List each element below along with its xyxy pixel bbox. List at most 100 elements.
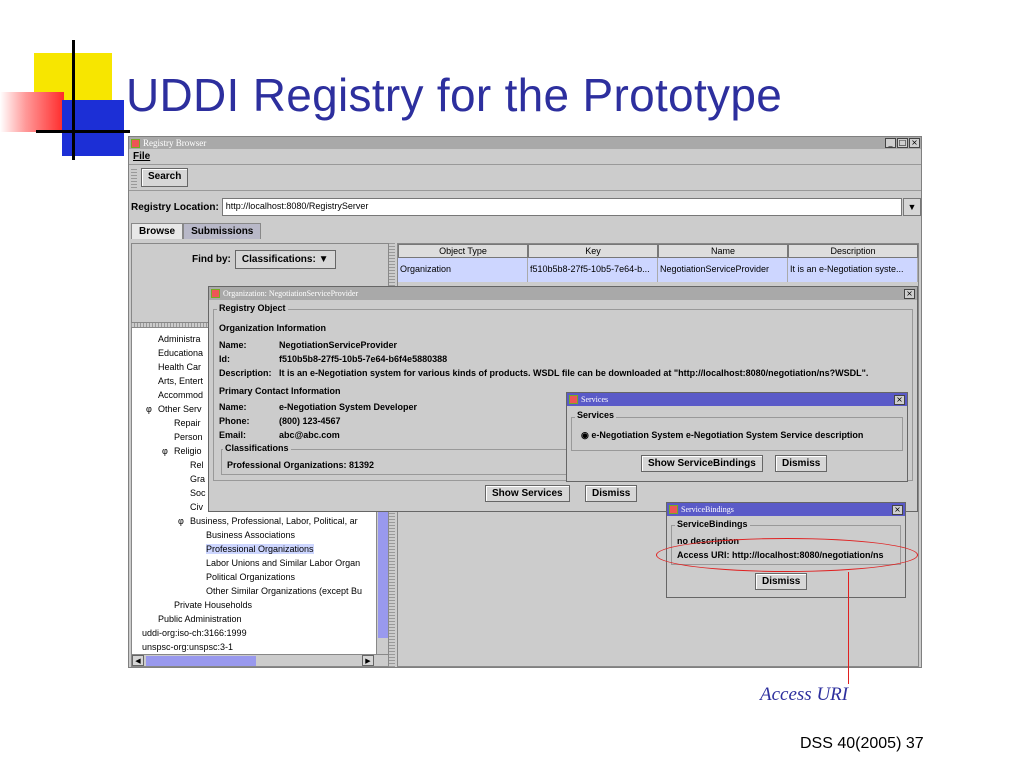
tree-item[interactable]: Health Car [158,362,202,372]
tree-expand-handle-icon[interactable]: φ [178,516,184,526]
tree-item[interactable]: Person [174,432,203,442]
classification-value: Professional Organizations: 81392 [227,460,375,470]
tree-item[interactable]: Religio [174,446,202,456]
tree-item[interactable]: Private Households [174,600,253,610]
services-legend: Services [575,410,617,420]
slide-footer: DSS 40(2005) 37 [800,735,924,752]
bindings-dismiss-button[interactable]: Dismiss [755,573,808,590]
org-id-label: Id: [219,354,230,364]
menu-file[interactable]: File [133,151,151,162]
tree-item[interactable]: Other Serv [158,404,202,414]
tree-item[interactable]: Soc [190,488,206,498]
tree-item[interactable]: Business, Professional, Labor, Political… [190,516,358,526]
services-dismiss-button[interactable]: Dismiss [775,455,828,472]
tree-item[interactable]: Business Associations [206,530,296,540]
chevron-down-icon[interactable]: ▼ [903,198,921,216]
decoration-horizontal-line [36,130,130,133]
minimize-icon[interactable]: _ [885,138,896,148]
services-group [571,417,903,451]
contact-name-value: e-Negotiation System Developer [279,402,418,412]
services-dialog-title: Services [581,395,609,404]
close-icon[interactable]: × [892,504,903,515]
tree-item[interactable]: Arts, Entert [158,376,204,386]
search-button[interactable]: Search [141,168,189,187]
scroll-left-icon[interactable]: ◀ [132,655,144,666]
service-entry: e-Negotiation System e-Negotiation Syste… [591,430,864,440]
primary-contact-heading: Primary Contact Information [219,386,341,396]
registry-location-label: Registry Location: [131,201,219,213]
close-icon[interactable]: × [904,288,915,299]
tree-item[interactable]: unspsc-org:unspsc:3-1 [142,642,234,652]
servicebindings-legend: ServiceBindings [675,519,750,529]
close-icon[interactable]: × [909,138,920,148]
tree-horizontal-scroll-thumb[interactable] [146,656,256,666]
java-app-icon [669,505,678,514]
column-header-key[interactable]: Key [528,244,658,258]
window-title: Registry Browser [143,138,207,148]
tree-item[interactable]: Labor Unions and Similar Labor Organ [206,558,361,568]
column-header-object-type[interactable]: Object Type [398,244,528,258]
org-description-label: Description: [219,368,272,378]
tree-item[interactable]: Accommod [158,390,204,400]
tree-item[interactable]: Administra [158,334,201,344]
tree-item[interactable]: Rel [190,460,204,470]
classifications-legend: Classifications [223,443,291,453]
find-by-label: Find by: [192,254,231,265]
decoration-red-gradient [0,92,64,132]
find-by-select[interactable]: Classifications: ▼ [234,250,336,269]
servicebindings-dialog-title: ServiceBindings [681,505,734,514]
tree-item[interactable]: uddi-org:iso-ch:3166:1999 [142,628,247,638]
cell-description: It is an e-Negotiation syste... [788,258,918,282]
access-uri-highlight-ellipse [656,538,918,572]
org-description-value: It is an e-Negotiation system for variou… [279,368,869,378]
tree-item[interactable]: Public Administration [158,614,242,624]
java-app-icon [211,289,220,298]
cell-name: NegotiationServiceProvider [658,258,788,282]
toolbar: Search [129,165,921,191]
show-servicebindings-button[interactable]: Show ServiceBindings [641,455,763,472]
results-table-header: Object Type Key Name Description [398,244,918,258]
tree-item[interactable]: Political Organizations [206,572,296,582]
email-value: abc@abc.com [279,430,340,440]
tab-bar: Browse Submissions [131,223,262,239]
tree-item[interactable]: Gra [190,474,206,484]
registry-location-row: Registry Location: http://localhost:8080… [131,197,921,217]
contact-name-label: Name: [219,402,247,412]
phone-label: Phone: [219,416,250,426]
find-by-value: Classifications: [241,254,316,265]
tree-item[interactable]: Repair [174,418,201,428]
tab-browse[interactable]: Browse [131,223,184,239]
maximize-icon[interactable]: □ [897,138,908,148]
tree-expand-handle-icon[interactable]: φ [162,446,168,456]
tree-item[interactable]: Professional Organizations [206,544,314,554]
organization-dialog-title: Organization: NegotiationServiceProvider [223,289,359,298]
registry-location-input[interactable]: http://localhost:8080/RegistryServer [221,198,902,216]
toolbar-grip-icon[interactable] [131,168,137,188]
cell-key: f510b5b8-27f5-10b5-7e64-b... [528,258,658,282]
servicebindings-dialog-titlebar: ServiceBindings × [667,503,905,516]
tree-expand-handle-icon[interactable]: φ [146,404,152,414]
tab-submissions[interactable]: Submissions [183,223,262,239]
org-id-value: f510b5b8-27f5-10b5-7e64-b6f4e5880388 [279,354,448,364]
org-name-value: NegotiationServiceProvider [279,340,398,350]
java-app-icon [131,138,140,148]
tree-item[interactable]: Educationa [158,348,204,358]
org-name-label: Name: [219,340,247,350]
column-header-description[interactable]: Description [788,244,918,258]
services-dialog-titlebar: Services × [567,393,907,406]
service-radio[interactable]: ◉ e-Negotiation System e-Negotiation Sys… [581,430,864,440]
dismiss-button[interactable]: Dismiss [585,485,638,502]
show-services-button[interactable]: Show Services [485,485,570,502]
registry-object-legend: Registry Object [217,303,288,313]
annotation-pointer-line [848,572,849,684]
tree-item[interactable]: Other Similar Organizations (except Bu [206,586,363,596]
tree-horizontal-scrollbar[interactable]: ◀ ▶ [132,654,388,666]
scroll-right-icon[interactable]: ▶ [362,655,374,666]
cell-object-type: Organization [398,258,528,282]
close-icon[interactable]: × [894,394,905,405]
tree-item[interactable]: Civ [190,502,203,512]
column-header-name[interactable]: Name [658,244,788,258]
slide-title: UDDI Registry for the Prototype [126,69,783,121]
services-dialog: Services × Services ◉ e-Negotiation Syst… [566,392,908,482]
table-row[interactable]: Organization f510b5b8-27f5-10b5-7e64-b..… [398,258,918,282]
